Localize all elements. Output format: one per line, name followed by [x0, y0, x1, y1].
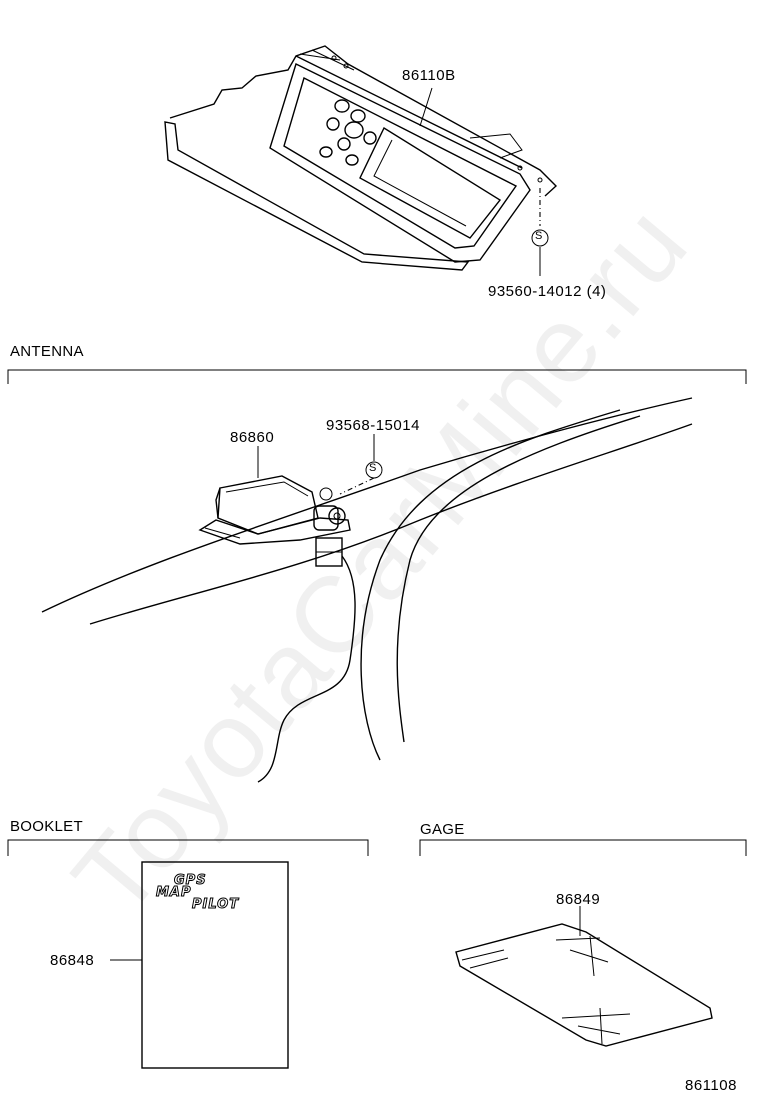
part-label-86860: 86860	[230, 429, 275, 446]
booklet-cover-line-2: MAP	[156, 885, 192, 900]
gage-section-drawing	[419, 839, 747, 1047]
booklet-section-drawing	[7, 839, 369, 1069]
section-antenna: ANTENNA	[10, 343, 84, 360]
antenna-section-drawing	[7, 369, 747, 783]
part-label-93568-15014: 93568-15014	[326, 417, 420, 434]
section-booklet: BOOKLET	[10, 818, 83, 835]
booklet-cover-line-3: PILOT	[191, 897, 240, 912]
booklet-cover-line-1: GPS	[174, 873, 207, 888]
booklet-cover-title: GPS MAP PILOT	[152, 874, 262, 914]
screw-symbol-antenna: S	[369, 462, 377, 474]
part-label-86849: 86849	[556, 891, 601, 908]
section-gage: GAGE	[420, 821, 465, 838]
part-label-86110b: 86110B	[402, 67, 456, 84]
part-label-86848: 86848	[50, 952, 95, 969]
part-label-93560-14012: 93560-14012 (4)	[488, 283, 607, 300]
display-unit-drawing	[164, 45, 558, 276]
diagram-number: 861108	[685, 1077, 737, 1094]
screw-symbol-display: S	[535, 230, 543, 242]
